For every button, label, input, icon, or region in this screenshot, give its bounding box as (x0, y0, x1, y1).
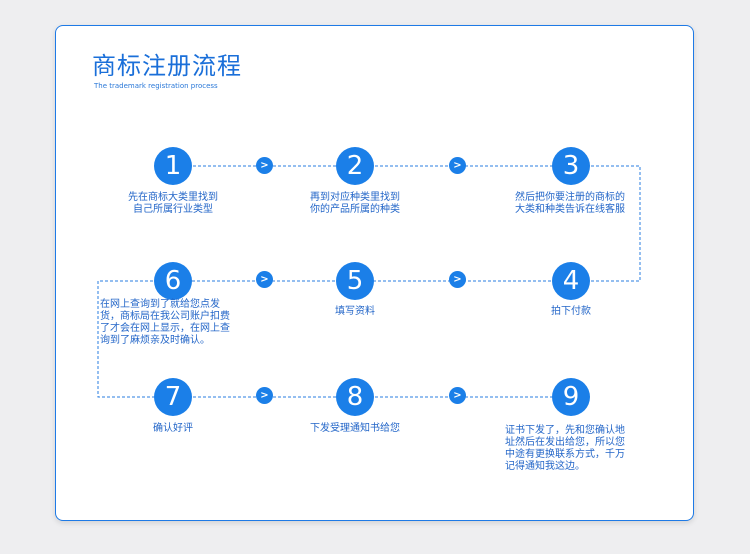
arrow-right-icon: > (256, 157, 273, 174)
step-4-label: 拍下付款 (551, 306, 591, 317)
step-3-circle: 3 (552, 147, 590, 185)
step-6-circle: 6 (154, 262, 192, 300)
step-1-label: 先在商标大类里找到自己所属行业类型 (128, 192, 218, 215)
connector-3-4 (571, 165, 641, 282)
page-title: 商标注册流程 (92, 52, 242, 80)
step-5-circle: 5 (336, 262, 374, 300)
arrow-right-icon: > (256, 271, 273, 288)
step-5-label: 填写资料 (335, 306, 375, 317)
step-2-circle: 2 (336, 147, 374, 185)
page-subtitle: The trademark registration process (94, 82, 218, 90)
step-4-circle: 4 (552, 262, 590, 300)
step-3-label: 然后把你要注册的商标的大类和种类告诉在线客服 (515, 192, 625, 215)
step-1-circle: 1 (154, 147, 192, 185)
arrow-right-icon: > (449, 271, 466, 288)
step-9-label: 证书下发了，先和您确认地址然后在发出给您，所以您 中途有更换联系方式，千万记得通… (505, 425, 625, 472)
step-8-circle: 8 (336, 378, 374, 416)
step-8-label: 下发受理通知书给您 (310, 423, 400, 434)
step-6-label: 在网上查询到了就给您点发货，商标局在我公司账户扣费 了才会在网上显示，在网上查询… (100, 299, 230, 346)
arrow-right-icon: > (256, 387, 273, 404)
step-7-circle: 7 (154, 378, 192, 416)
arrow-right-icon: > (449, 157, 466, 174)
step-9-circle: 9 (552, 378, 590, 416)
step-7-label: 确认好评 (153, 423, 193, 434)
connector-6-7 (97, 280, 173, 398)
arrow-right-icon: > (449, 387, 466, 404)
step-2-label: 再到对应种类里找到你的产品所属的种类 (310, 192, 400, 215)
